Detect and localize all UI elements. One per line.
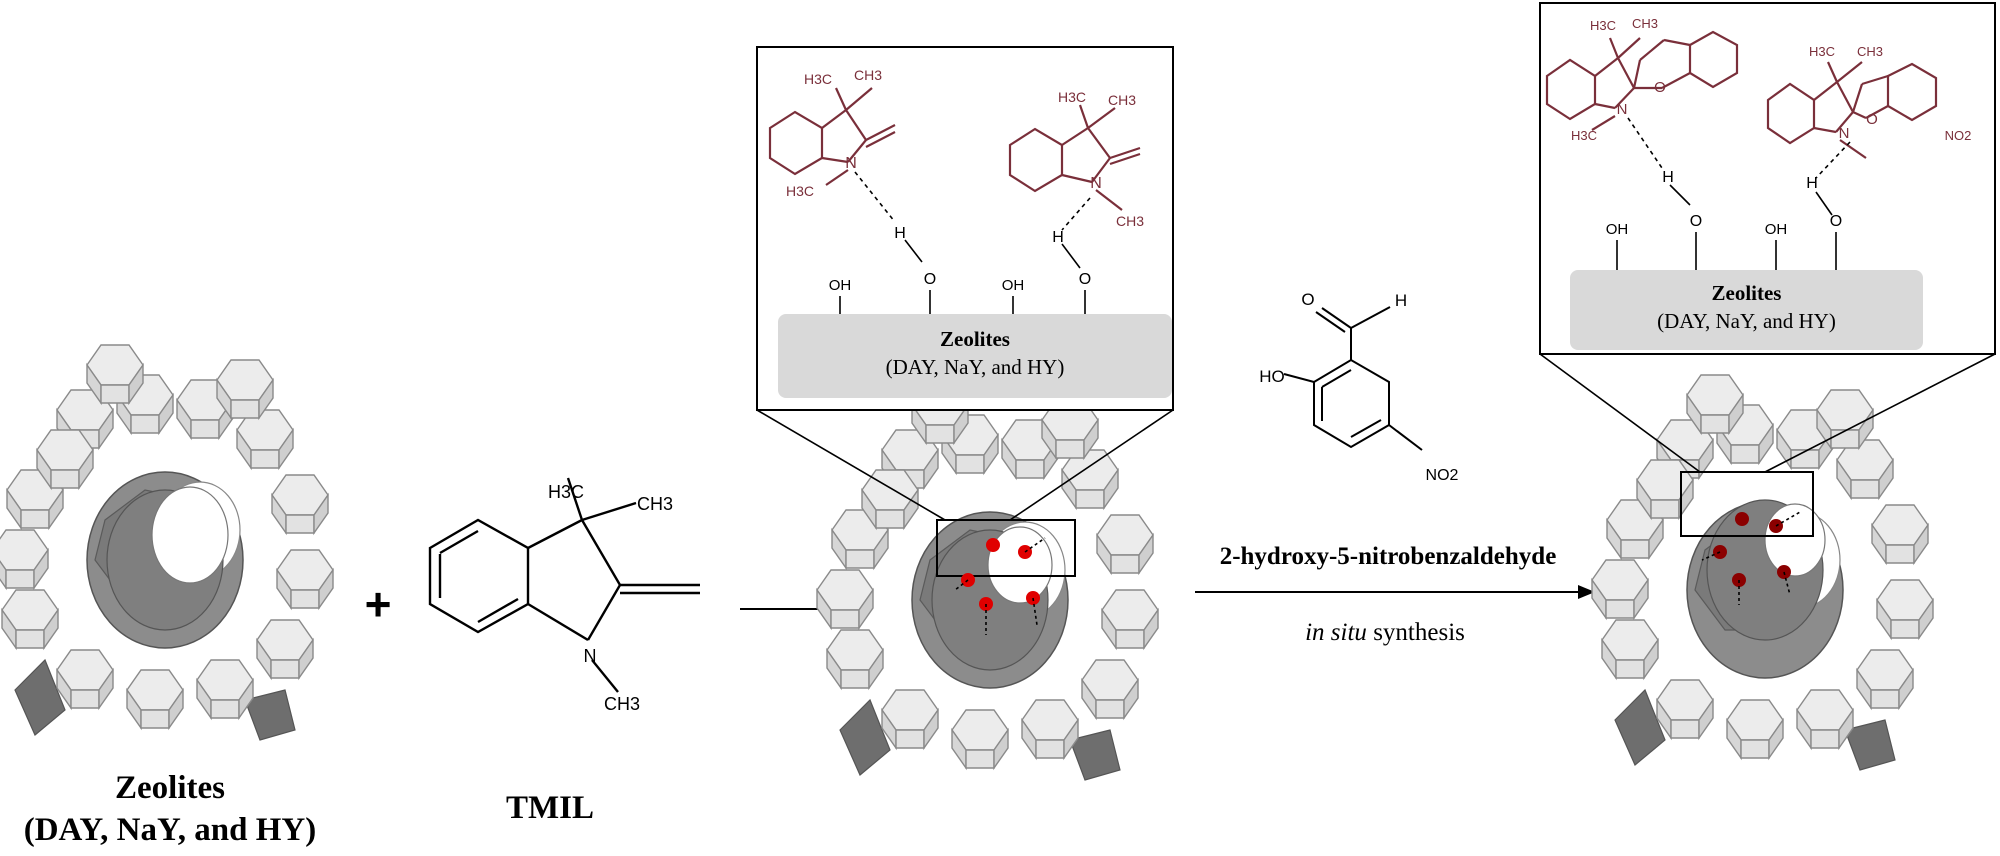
aldehyde-h-label: H xyxy=(1395,291,1407,310)
inset-left-n-2: N xyxy=(1090,175,1102,192)
inset-left-support xyxy=(778,314,1172,398)
inset-right-o-1: O xyxy=(1690,213,1702,230)
synthesis-rest: synthesis xyxy=(1366,619,1465,646)
inset-left-o-1: O xyxy=(924,271,936,288)
inset-right-n-1: N xyxy=(1617,101,1628,118)
tmil-h3c-label: H3C xyxy=(548,482,584,502)
reagent-name: 2-hydroxy-5-nitrobenzaldehyde xyxy=(1219,543,1557,570)
zoom-line-left-a xyxy=(756,409,946,521)
inset-left-oh-2: OH xyxy=(1002,277,1025,294)
aldehyde-no2-label: NO2 xyxy=(1426,467,1459,484)
inset-right-no2: NO2 xyxy=(1945,128,1972,143)
inset-right-oh-2: OH xyxy=(1765,221,1788,238)
inset-right-oh-1: OH xyxy=(1606,221,1629,238)
tmil-structure xyxy=(428,477,700,693)
inset-right-o-2: O xyxy=(1830,213,1842,230)
inset-right-molecules xyxy=(1545,30,1938,159)
tmil-ch3-top-label: CH3 xyxy=(637,494,673,514)
inset-right-support xyxy=(1570,270,1923,350)
inset-left-o-2: O xyxy=(1079,271,1091,288)
inset-left-oh-1: OH xyxy=(829,277,852,294)
inset-right-h3c-2: H3C xyxy=(1571,128,1597,143)
zeolites-caption-title: Zeolites xyxy=(115,770,225,806)
inset-left-ch3-3: CH3 xyxy=(1116,213,1144,229)
zoom-box-left xyxy=(936,519,1076,577)
synthesis-italic: in situ xyxy=(1305,619,1367,646)
tmil-ch3-n-label: CH3 xyxy=(604,694,640,714)
reaction-arrow-2 xyxy=(1195,585,1595,599)
inset-right-o-ring-2: O xyxy=(1866,111,1878,128)
inset-left-ch3-2: CH3 xyxy=(1108,92,1136,108)
zoom-line-right-a xyxy=(1539,353,1701,473)
inset-left-bonds xyxy=(839,171,1091,314)
inset-right-ch3-2: CH3 xyxy=(1857,44,1883,59)
zeolite-framework-1 xyxy=(0,345,333,740)
tmil-caption: TMIL xyxy=(505,790,594,826)
zeolites-caption-sub: (DAY, NaY, and HY) xyxy=(23,812,317,848)
inset-left-n-1: N xyxy=(845,155,857,172)
zoom-line-right-b xyxy=(1764,353,1996,473)
inset-right-n-2: N xyxy=(1839,125,1850,142)
synthesis-caption: in situ synthesis xyxy=(1245,618,1525,648)
zoom-box-right xyxy=(1680,471,1814,537)
aldehyde-o-label: O xyxy=(1301,290,1314,309)
inset-right-h3c-3: H3C xyxy=(1809,44,1835,59)
inset-right-support-sub: (DAY, NaY, and HY) xyxy=(1657,309,1836,333)
inset-left-support-title: Zeolites xyxy=(940,327,1010,351)
inset-right-support-title: Zeolites xyxy=(1711,281,1782,305)
inset-right-h-2: H xyxy=(1806,175,1818,192)
inset-right-bonds xyxy=(1616,117,1851,270)
h-bond-dashes-right xyxy=(1701,511,1801,605)
inset-right-o-ring-1: O xyxy=(1654,79,1666,96)
aldehyde-structure xyxy=(1283,306,1423,451)
inset-left-molecules xyxy=(768,87,1141,211)
inset-right-h3c-1: H3C xyxy=(1590,18,1616,33)
zeolite-framework-3 xyxy=(1592,375,1933,770)
inset-left-h3c-1: H3C xyxy=(804,71,832,87)
inset-left-ch3-1: CH3 xyxy=(854,67,882,83)
tmil-n-label: N xyxy=(584,646,597,666)
plus-sign: + xyxy=(365,578,392,630)
inset-left-h3c-2: H3C xyxy=(786,183,814,199)
inset-left-h-1: H xyxy=(894,225,906,242)
aldehyde-ho-label: HO xyxy=(1259,367,1285,386)
red-dots-left xyxy=(961,538,1040,611)
inset-right-ch3-1: CH3 xyxy=(1632,16,1658,31)
inset-left-support-sub: (DAY, NaY, and HY) xyxy=(885,355,1065,379)
inset-left-h3c-3: H3C xyxy=(1058,89,1086,105)
inset-right-h-1: H xyxy=(1662,169,1674,186)
h-bond-dashes-left xyxy=(954,537,1046,635)
zeolite-framework-2 xyxy=(817,385,1158,780)
zoom-line-left-b xyxy=(1009,409,1174,521)
inset-left-h-2: H xyxy=(1052,229,1064,246)
